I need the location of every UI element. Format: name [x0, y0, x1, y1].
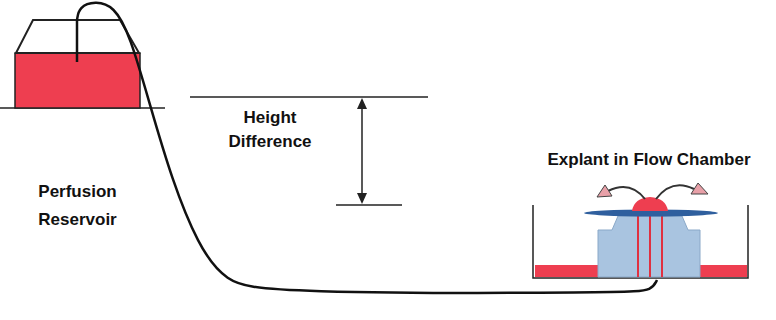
node-heading: Explant in Flow Chamber	[526, 150, 772, 170]
flow-arrow-head	[597, 185, 612, 197]
dimension-label: Height Difference	[215, 106, 325, 154]
node-heading: Perfusion Reservoir	[26, 178, 130, 234]
flow-channel	[649, 216, 651, 277]
chamber-wall	[533, 205, 748, 278]
flow-chamber: Explant in Flow Chamber	[526, 150, 772, 280]
perfusion-reservoir: Perfusion Reservoir	[15, 20, 140, 235]
flow-arrow	[608, 187, 645, 199]
arrow-head	[357, 98, 367, 109]
arrow-head	[357, 193, 367, 204]
flow-arrow	[656, 185, 694, 199]
dimension-line	[336, 204, 402, 206]
flow-channel	[661, 216, 663, 277]
dimension-line	[190, 96, 428, 98]
inner-tube	[76, 20, 79, 62]
perfusion-tube	[77, 3, 657, 293]
explant-holder	[598, 216, 700, 277]
dimension-arrow	[361, 104, 363, 198]
flow-arrow-head	[691, 183, 708, 194]
explant	[632, 197, 668, 211]
flow-channel	[637, 216, 639, 277]
